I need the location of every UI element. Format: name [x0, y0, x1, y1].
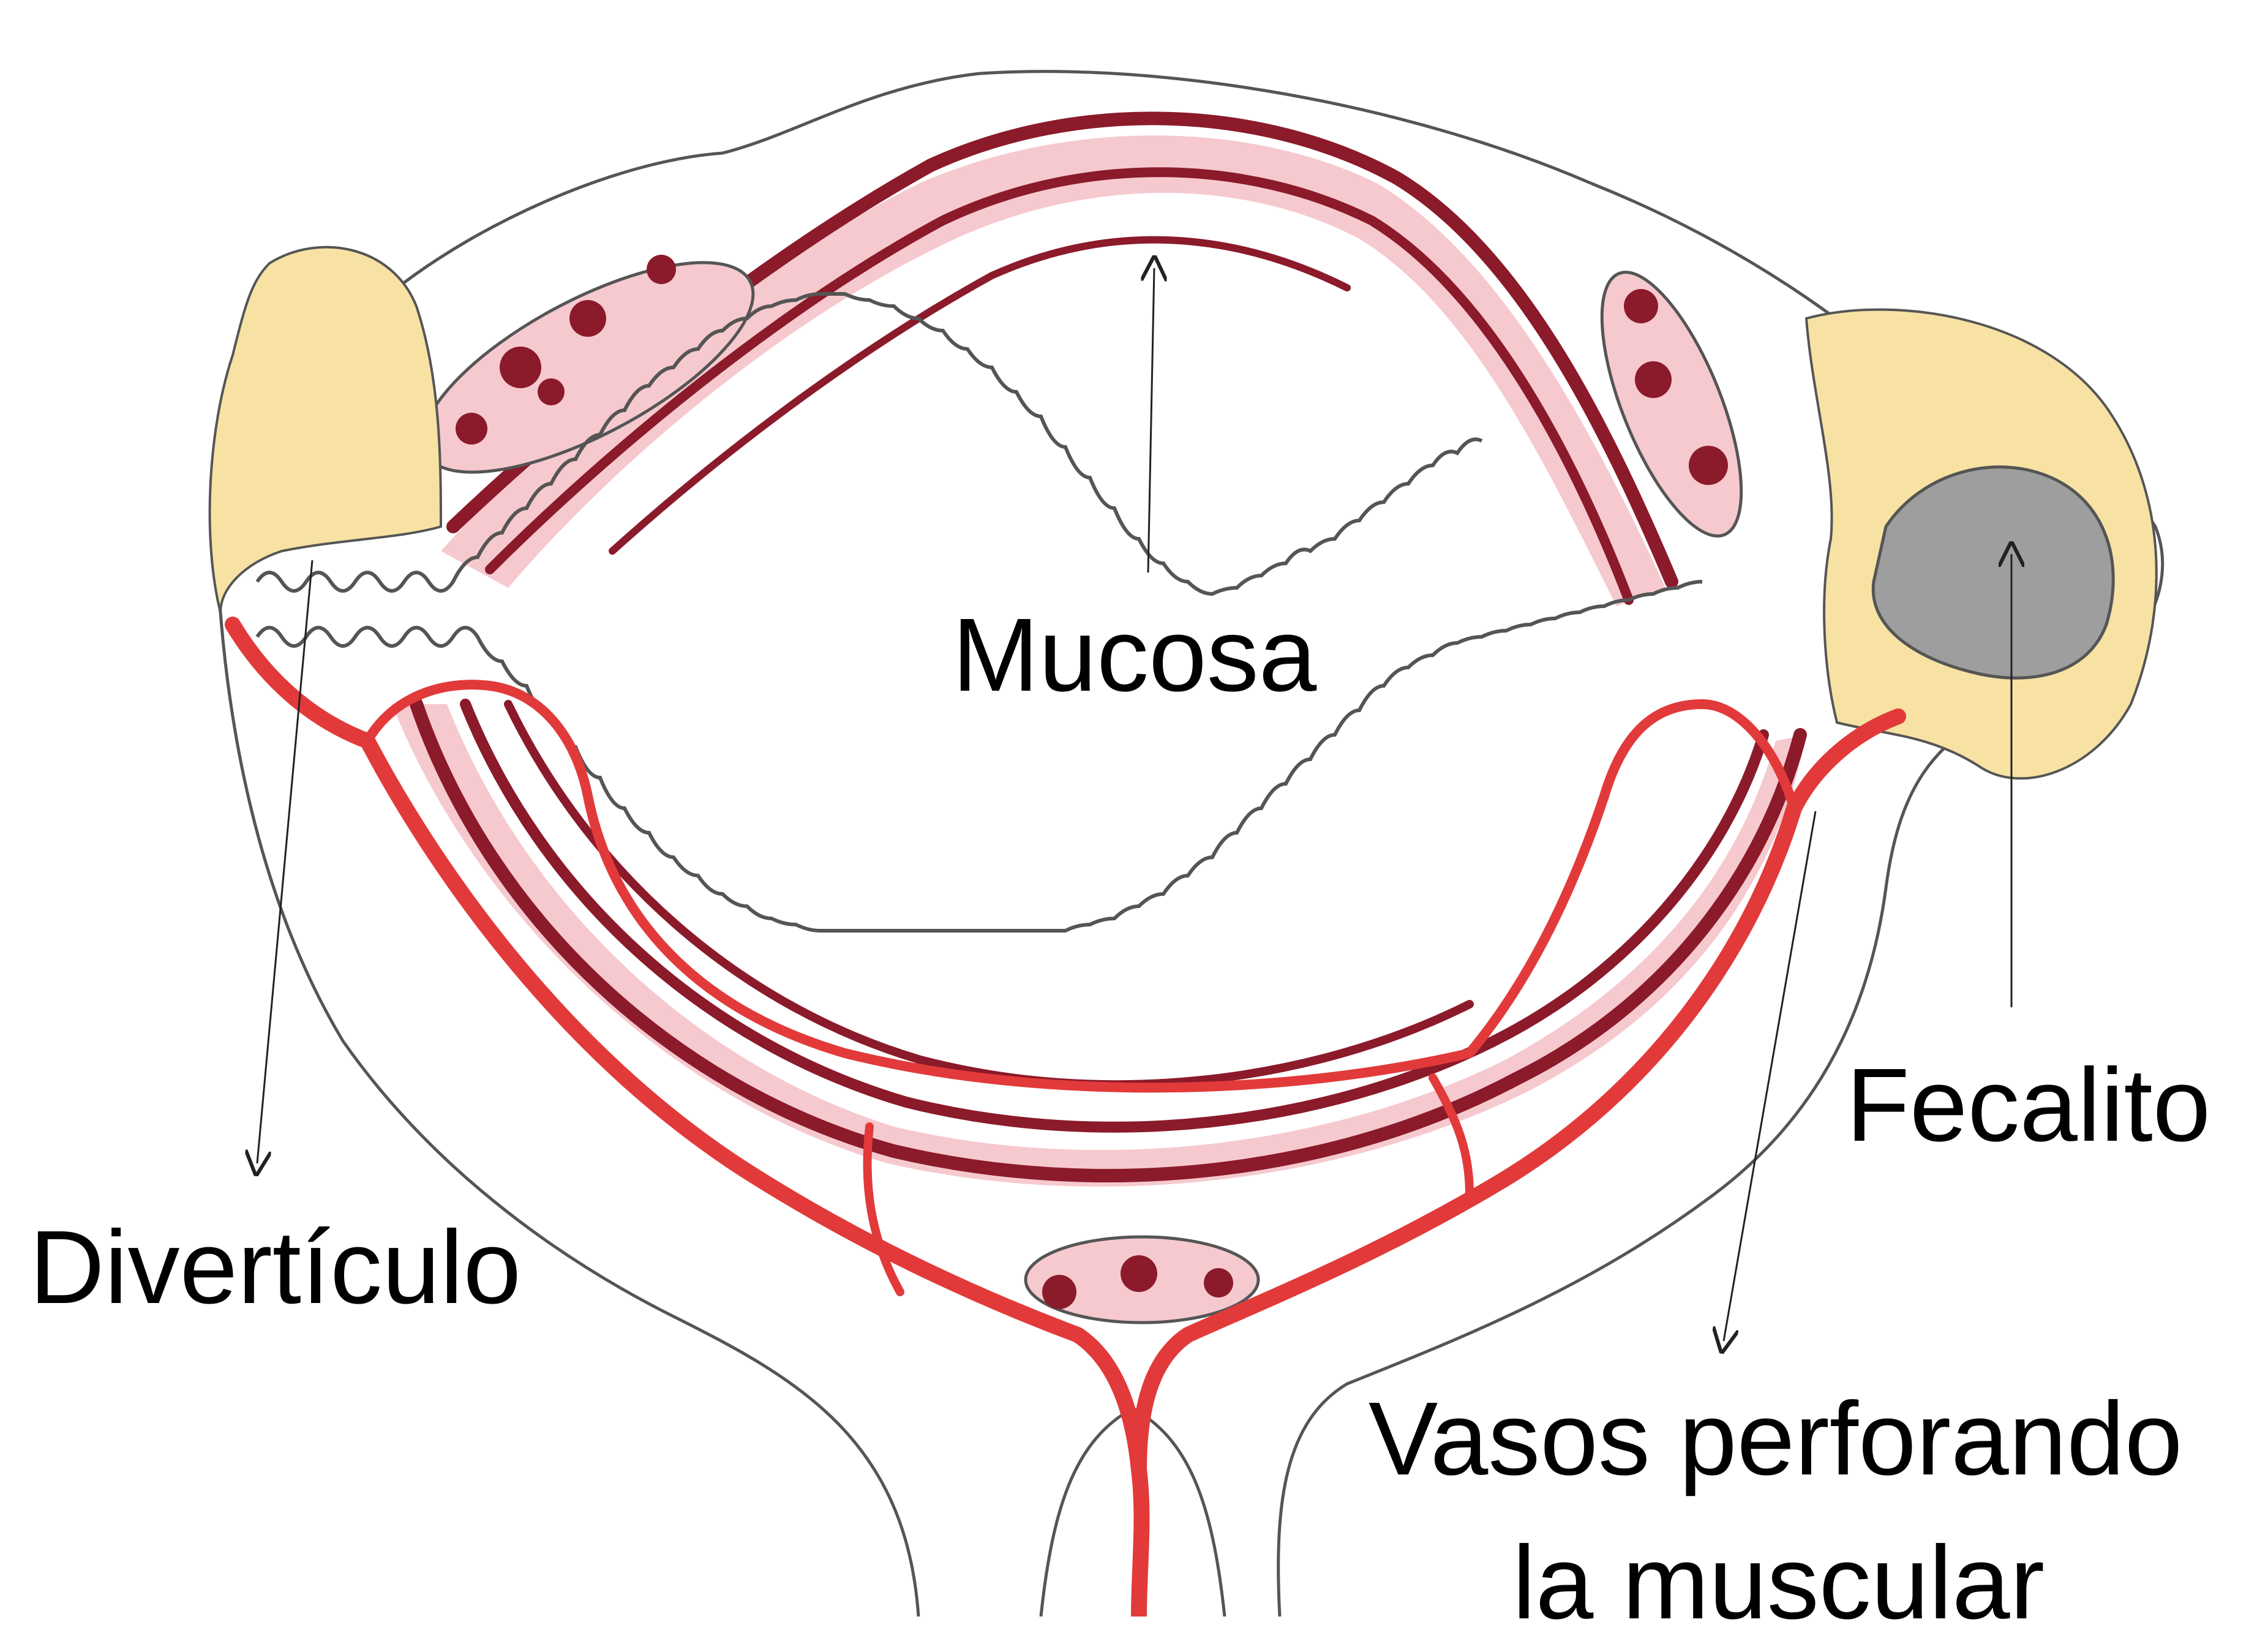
- label-vasos-line2: la muscular: [1512, 1531, 2045, 1635]
- diverticulum-left: [210, 247, 441, 612]
- label-fecalito: Fecalito: [1846, 1053, 2210, 1157]
- mucosa-arrow: [1148, 268, 1154, 573]
- vessel-cluster-bottom: [1026, 1237, 1258, 1323]
- fecalith: [1873, 467, 2113, 678]
- label-diverticulo: Divertículo: [29, 1215, 521, 1320]
- label-mucosa: Mucosa: [952, 603, 1316, 707]
- label-vasos-line1: Vasos perforando: [1369, 1387, 2182, 1491]
